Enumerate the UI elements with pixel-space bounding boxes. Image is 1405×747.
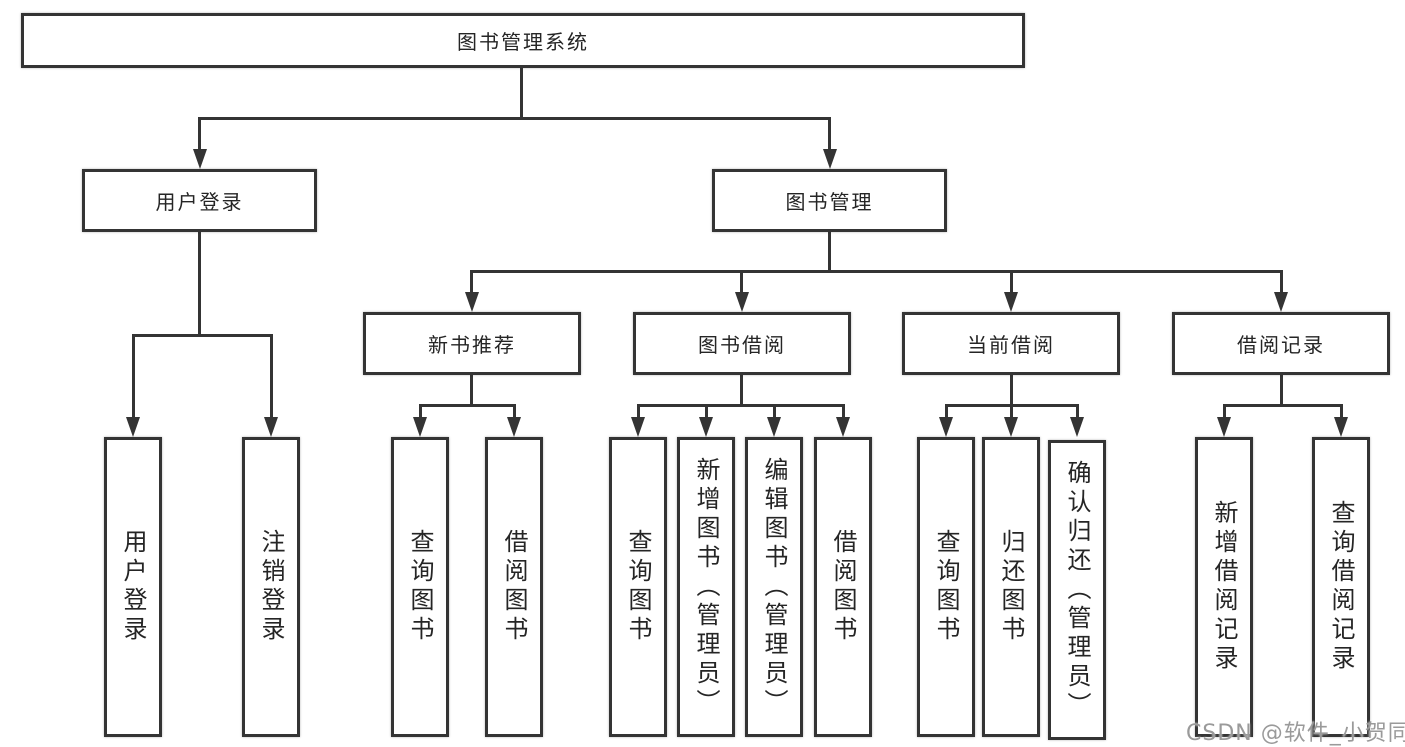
connector-userlogin-stem (198, 232, 201, 336)
connector-drop (945, 404, 948, 419)
arrow-down-icon (126, 417, 140, 437)
arrow-down-icon (1004, 292, 1018, 312)
node-query-books-recommend: 查询图书 (391, 437, 449, 737)
arrow-down-icon (465, 292, 479, 312)
arrow-down-icon (264, 417, 278, 437)
arrow-down-icon (1070, 417, 1084, 437)
node-add-book-admin: 新增图书（管理员） (677, 437, 735, 737)
node-new-book-recommendation: 新书推荐 (363, 312, 581, 375)
connector-drop-logout (270, 334, 273, 419)
connector-records-bar (1223, 404, 1343, 407)
node-edit-book-admin: 编辑图书（管理员） (745, 437, 803, 737)
node-user-login-group: 用户登录 (82, 169, 317, 232)
arrow-down-icon (1274, 292, 1288, 312)
arrow-down-icon (507, 417, 521, 437)
connector-bookmgmt-stem (828, 232, 831, 273)
connector-drop (1010, 404, 1013, 419)
arrow-down-icon (699, 417, 713, 437)
arrow-down-icon (1004, 417, 1018, 437)
node-return-books: 归还图书 (982, 437, 1040, 737)
arrow-down-icon (823, 149, 837, 169)
node-query-books-current: 查询图书 (917, 437, 975, 737)
connector-drop-user-login (198, 117, 201, 151)
node-book-management: 图书管理 (712, 169, 947, 232)
arrow-down-icon (1334, 417, 1348, 437)
node-borrowing-records: 借阅记录 (1172, 312, 1390, 375)
connector-borrow-stem (740, 375, 743, 406)
node-borrow-books-recommend: 借阅图书 (485, 437, 543, 737)
node-query-borrow-record: 查询借阅记录 (1312, 437, 1370, 737)
connector-root-bar (198, 117, 831, 120)
connector-drop-book-management (828, 117, 831, 151)
connector-drop (513, 404, 516, 419)
arrow-down-icon (735, 292, 749, 312)
connector-drop (842, 404, 845, 419)
node-user-login: 用户登录 (104, 437, 162, 737)
connector-root-stem (520, 68, 523, 118)
node-confirm-return-admin: 确认归还（管理员） (1048, 440, 1106, 740)
arrow-down-icon (836, 417, 850, 437)
connector-drop-current-borrow (1010, 270, 1013, 296)
connector-drop-borrow-records (1280, 270, 1283, 296)
connector-drop (1223, 404, 1226, 419)
connector-drop (1076, 404, 1079, 419)
connector-drop (705, 404, 708, 419)
arrow-down-icon (631, 417, 645, 437)
connector-bookmgmt-bar (470, 270, 1282, 273)
connector-newbook-bar (419, 404, 516, 407)
csdn-watermark: CSDN @软件_小贺同学 (1186, 721, 1405, 746)
connector-drop-book-borrow (740, 270, 743, 296)
connector-drop (773, 404, 776, 419)
connector-current-stem (1010, 375, 1013, 406)
arrow-down-icon (413, 417, 427, 437)
node-borrow-books: 借阅图书 (814, 437, 872, 737)
arrow-down-icon (1217, 417, 1231, 437)
node-book-borrowing: 图书借阅 (633, 312, 851, 375)
connector-drop (1340, 404, 1343, 419)
node-add-borrow-record: 新增借阅记录 (1195, 437, 1253, 737)
node-current-borrowing: 当前借阅 (902, 312, 1120, 375)
node-logout: 注销登录 (242, 437, 300, 737)
connector-drop-login (132, 334, 135, 419)
arrow-down-icon (767, 417, 781, 437)
node-query-books-borrow: 查询图书 (609, 437, 667, 737)
arrow-down-icon (193, 149, 207, 169)
connector-drop-new-book (470, 270, 473, 296)
node-library-management-system: 图书管理系统 (21, 13, 1025, 68)
connector-drop (419, 404, 422, 419)
connector-userlogin-bar (132, 334, 273, 337)
connector-records-stem (1280, 375, 1283, 406)
connector-newbook-stem (470, 375, 473, 406)
arrow-down-icon (939, 417, 953, 437)
connector-drop (637, 404, 640, 419)
connector-borrow-bar (637, 404, 845, 407)
